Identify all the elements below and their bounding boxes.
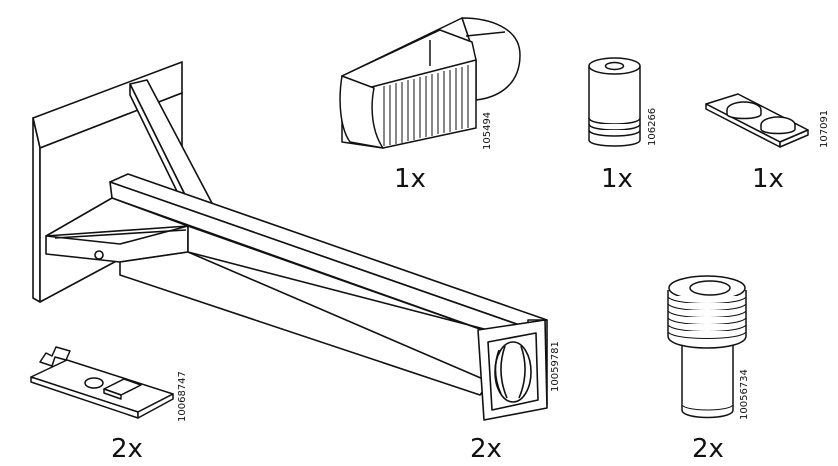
rail-bracket-quantity: 2x bbox=[470, 434, 502, 464]
adjustable-foot-quantity: 2x bbox=[692, 434, 724, 464]
adjustable-foot-article-number: 10056734 bbox=[739, 369, 750, 420]
plate-clip-quantity: 2x bbox=[111, 434, 143, 464]
threaded-spacer-quantity: 1x bbox=[601, 164, 633, 194]
felt-pads-quantity: 1x bbox=[752, 164, 784, 194]
wedge-block-quantity: 1x bbox=[394, 164, 426, 194]
